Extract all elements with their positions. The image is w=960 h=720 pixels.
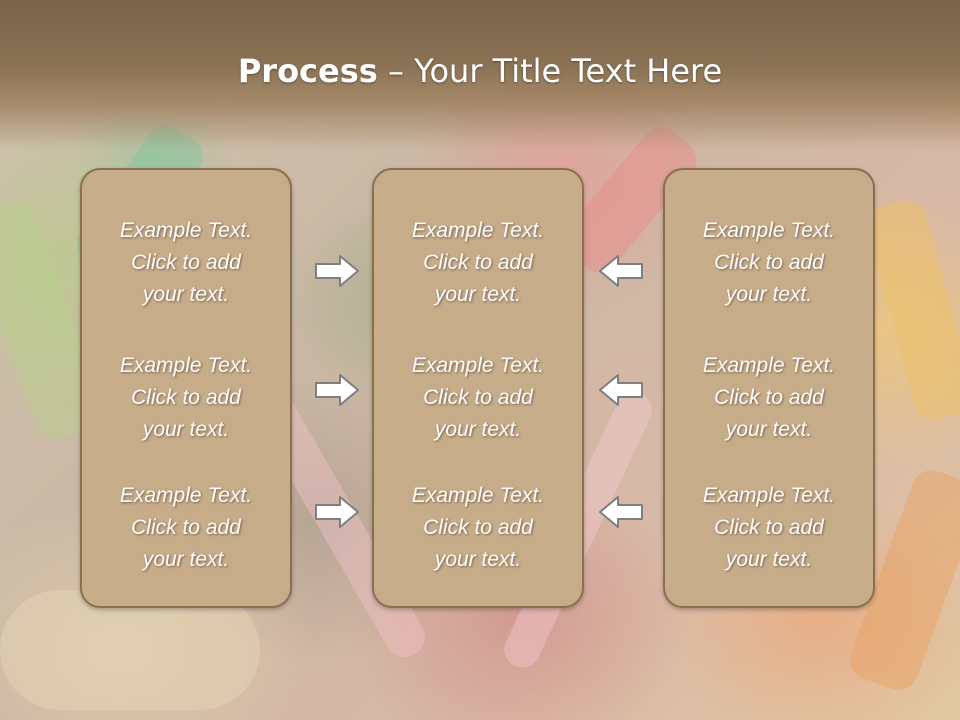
text-line: Click to add [714,386,824,409]
text-line: Click to add [423,386,533,409]
text-line: Click to add [714,251,824,274]
title-rest: – Your Title Text Here [377,52,723,90]
text-line: your text. [142,418,230,441]
arrow-right-icon [315,255,359,287]
text-placeholder[interactable]: Example Text. Click to add your text. [82,215,290,311]
text-placeholder[interactable]: Example Text. Click to add your text. [82,480,290,576]
text-line: Example Text. [702,354,836,377]
arrow-left-icon [599,496,643,528]
text-line: Example Text. [702,484,836,507]
text-line: your text. [434,548,522,571]
text-line: Click to add [131,251,241,274]
text-line: Example Text. [411,354,545,377]
title-bold: Process [237,52,378,90]
text-placeholder[interactable]: Example Text. Click to add your text. [374,350,582,446]
text-line: Example Text. [411,484,545,507]
text-line: your text. [142,548,230,571]
text-line: Example Text. [702,219,836,242]
basket-decoration [0,590,260,710]
arrow-left-icon [599,374,643,406]
text-line: Click to add [714,516,824,539]
process-box-left[interactable]: Example Text. Click to add your text. Ex… [80,168,292,608]
text-placeholder[interactable]: Example Text. Click to add your text. [665,480,873,576]
text-line: Click to add [131,386,241,409]
text-line: Click to add [131,516,241,539]
text-line: your text. [725,418,813,441]
title-bar [0,0,960,150]
slide-title[interactable]: Process – Your Title Text Here [0,52,960,90]
text-placeholder[interactable]: Example Text. Click to add your text. [665,350,873,446]
arrow-left-icon [599,255,643,287]
text-line: Example Text. [119,484,253,507]
text-placeholder[interactable]: Example Text. Click to add your text. [82,350,290,446]
arrow-right-icon [315,496,359,528]
arrow-right-icon [315,374,359,406]
process-box-center[interactable]: Example Text. Click to add your text. Ex… [372,168,584,608]
text-line: Example Text. [119,219,253,242]
text-placeholder[interactable]: Example Text. Click to add your text. [374,480,582,576]
text-line: your text. [725,548,813,571]
text-line: your text. [725,283,813,306]
text-line: your text. [434,418,522,441]
text-line: your text. [142,283,230,306]
text-placeholder[interactable]: Example Text. Click to add your text. [374,215,582,311]
text-line: Click to add [423,516,533,539]
text-line: Example Text. [411,219,545,242]
text-line: Click to add [423,251,533,274]
ribbon-decoration [862,195,960,425]
process-box-right[interactable]: Example Text. Click to add your text. Ex… [663,168,875,608]
text-placeholder[interactable]: Example Text. Click to add your text. [665,215,873,311]
text-line: your text. [434,283,522,306]
text-line: Example Text. [119,354,253,377]
